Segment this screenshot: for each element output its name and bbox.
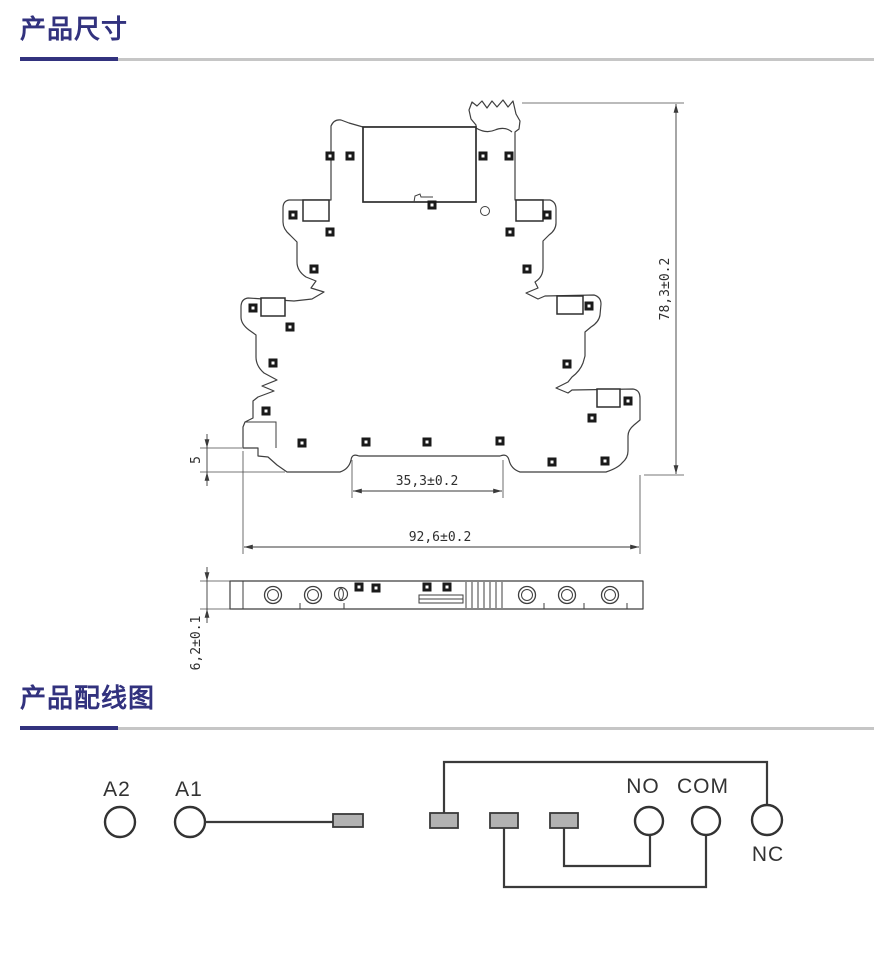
- divider-gray-segment: [118, 726, 874, 730]
- terminal-label-a2: A2: [103, 778, 131, 801]
- dim-height-label: 78,3±0.2: [658, 258, 673, 321]
- wire-no: [562, 828, 652, 868]
- screw-slot: [333, 586, 349, 602]
- dimension-figure: 78,3±0.2 35,3±0.2 92,6±0.2 5: [189, 99, 684, 670]
- section-wiring-header: 产品配线图: [0, 683, 891, 730]
- dim-strip-height: 6,2±0.1: [189, 567, 232, 670]
- dim-foot-height: 5: [189, 434, 285, 486]
- divider-accent-segment: [20, 726, 118, 730]
- section-dimensions-title: 产品尺寸: [20, 14, 129, 44]
- terminal-nc: [750, 803, 784, 837]
- relay-bottom-notch: [413, 193, 433, 203]
- contact-pad-no: [549, 812, 579, 829]
- terminal-label-a1: A1: [175, 778, 203, 801]
- wire-com: [502, 828, 708, 889]
- wiring-figure: A2 A1 NO COM NC: [103, 760, 784, 889]
- latch-block: [556, 295, 584, 315]
- dim-overall-height: 78,3±0.2: [522, 102, 684, 476]
- dim-strip-height-label: 6,2±0.1: [189, 616, 204, 671]
- relay-body-rect: [362, 126, 477, 203]
- latch-block: [302, 199, 330, 222]
- dim-foot-height-label: 5: [189, 456, 204, 464]
- latch-block: [260, 297, 286, 317]
- terminal-label-no: NO: [626, 775, 660, 798]
- divider-gray-segment: [118, 57, 874, 61]
- terminal-label-nc: NC: [752, 843, 784, 866]
- terminal-com: [690, 805, 722, 837]
- socket-bottom-view: [229, 580, 644, 610]
- din-clip-squiggle: [475, 127, 513, 133]
- contact-pad-com: [489, 812, 519, 829]
- latch-block: [596, 388, 621, 408]
- terminal-a2: [103, 805, 137, 839]
- section-wiring-title: 产品配线图: [20, 683, 156, 713]
- foot-inner-lines: [245, 421, 277, 448]
- terminal-label-com: COM: [677, 775, 729, 798]
- terminal-no: [633, 805, 665, 837]
- dim-total-width-label: 92,6±0.2: [409, 530, 472, 545]
- main-outline: [240, 99, 641, 473]
- dim-inner-width-label: 35,3±0.2: [396, 474, 459, 489]
- socket-cross-section: [240, 99, 641, 473]
- wiring-diagram: A2 A1 NO COM NC: [103, 760, 784, 889]
- dim-total-width: 92,6±0.2: [242, 451, 641, 554]
- coil-pad: [332, 813, 364, 828]
- wire-nc: [442, 760, 769, 813]
- dim-inner-width: 35,3±0.2: [351, 460, 504, 498]
- section-divider: [20, 57, 874, 61]
- divider-accent-segment: [20, 57, 118, 61]
- terminal-a1: [173, 805, 207, 839]
- hatch-lines: [465, 582, 503, 608]
- bottom-notches: [299, 603, 628, 609]
- pivot-hole: [480, 206, 490, 216]
- latch-block: [515, 199, 544, 222]
- section-divider: [20, 726, 874, 730]
- section-dimensions-header: 产品尺寸: [0, 0, 891, 61]
- contact-pad-nc: [429, 812, 459, 829]
